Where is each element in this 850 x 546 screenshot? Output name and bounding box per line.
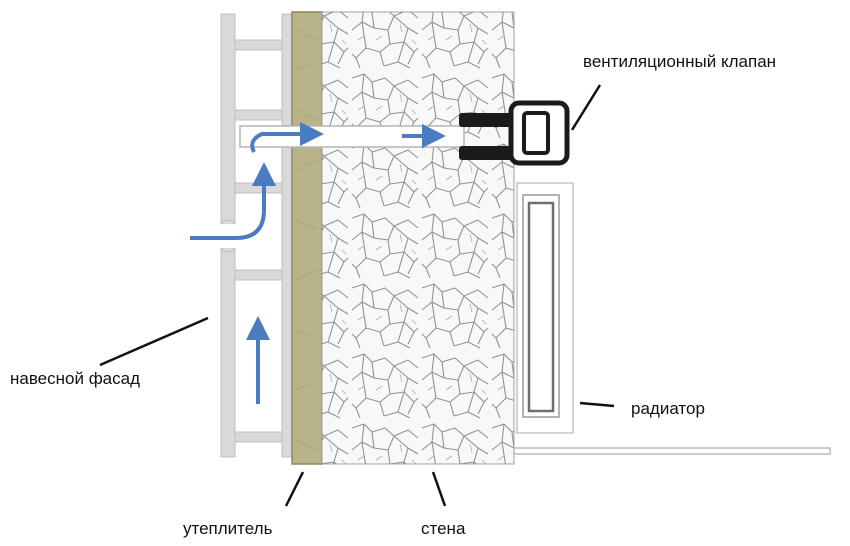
airflow-arrow-icon: [190, 162, 276, 240]
facade-crossbar: [234, 269, 283, 281]
facade-gap-edge: [220, 219, 236, 253]
wall-label: стена: [421, 519, 466, 538]
radiator-label: радиатор: [631, 399, 705, 418]
wall-leader: [431, 471, 447, 507]
ventilation-channel: [239, 125, 465, 148]
valve-icon: [459, 100, 570, 166]
leader-lines: [99, 84, 615, 507]
insulation-leader: [284, 471, 305, 507]
facade-crossbar: [234, 431, 283, 443]
insulation-label: утеплитель: [183, 519, 273, 538]
floor-line: [513, 447, 831, 455]
radiator-leader: [579, 401, 615, 408]
facade-frame: [220, 13, 293, 458]
facade-crossbar: [234, 182, 283, 194]
facade-post-back: [281, 13, 293, 458]
facade-crossbar: [234, 39, 283, 51]
facade-crossbar: [234, 109, 283, 121]
insulation-layer: [291, 11, 323, 465]
valve-label: вентиляционный клапан: [583, 52, 776, 71]
radiator-icon: [516, 182, 574, 434]
airflow-arrows: [190, 122, 446, 404]
valve-leader: [570, 84, 602, 131]
wall-section: [321, 11, 515, 465]
facade-label: навесной фасад: [10, 369, 140, 388]
facade-leader: [99, 316, 209, 367]
airflow-arrow-icon: [250, 122, 324, 153]
